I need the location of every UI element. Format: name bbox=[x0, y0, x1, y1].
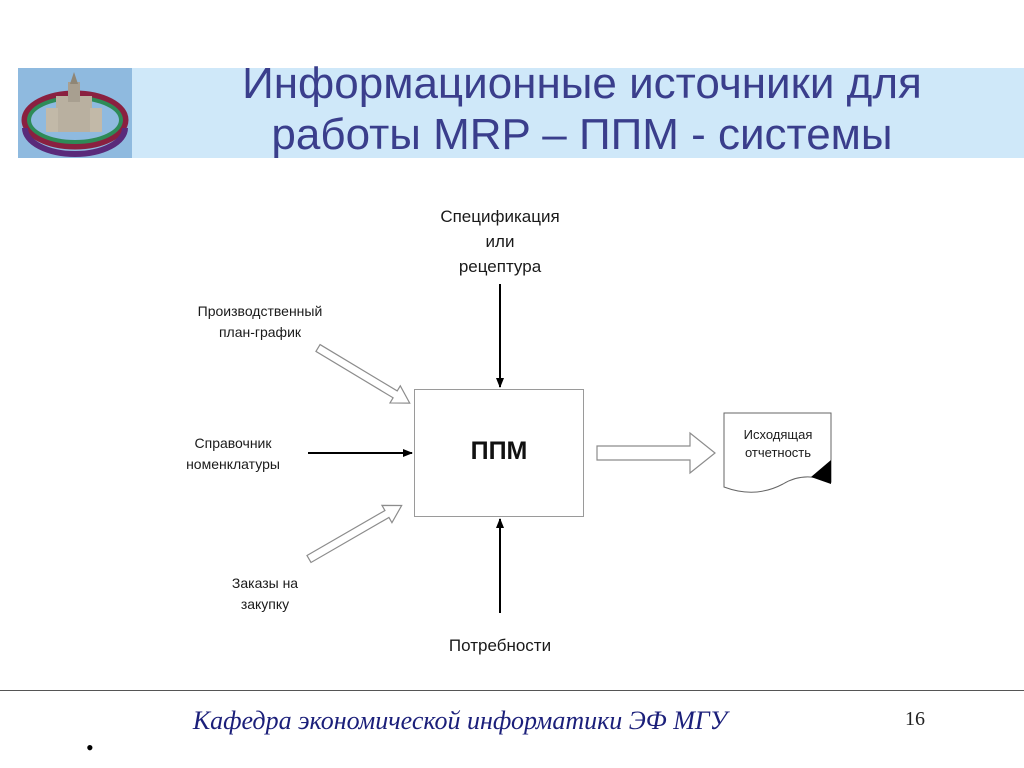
msu-logo-icon bbox=[18, 68, 132, 158]
footer-divider bbox=[0, 690, 1024, 691]
output-document-icon bbox=[723, 412, 832, 493]
needs-label: Потребности bbox=[448, 636, 552, 655]
spec-line-2: или bbox=[485, 232, 515, 251]
page-number: 16 bbox=[905, 708, 925, 730]
title-line-2: работы MRP – ППМ - системы bbox=[271, 110, 893, 159]
orders-block-arrow bbox=[306, 504, 403, 564]
plan-line-2: план-график bbox=[218, 324, 302, 340]
orders-label: Заказы на закупку bbox=[205, 573, 325, 615]
orders-line-2: закупку bbox=[240, 596, 290, 612]
ppm-label: ППМ bbox=[470, 437, 528, 465]
orders-line-1: Заказы на bbox=[231, 575, 299, 591]
spec-label: Спецификация или рецептура bbox=[405, 204, 595, 279]
spec-line-1: Спецификация bbox=[440, 207, 560, 226]
ppm-box bbox=[414, 389, 584, 517]
output-line-2: отчетность bbox=[744, 445, 812, 460]
plan-label: Производственный план-график bbox=[170, 301, 350, 343]
plan-line-1: Производственный bbox=[197, 303, 323, 319]
footer-text: Кафедра экономической информатики ЭФ МГУ bbox=[192, 706, 728, 735]
spec-line-3: рецептура bbox=[458, 257, 542, 276]
output-label: Исходящая отчетность bbox=[724, 426, 832, 462]
output-line-1: Исходящая bbox=[743, 427, 813, 442]
ref-label: Справочник номенклатуры bbox=[163, 433, 303, 475]
bullet-mark: • bbox=[86, 735, 94, 760]
plan-block-arrow bbox=[315, 343, 411, 404]
title-band bbox=[18, 68, 1024, 158]
ref-line-1: Справочник bbox=[194, 435, 272, 451]
output-block-arrow bbox=[596, 431, 716, 475]
title-line-1: Информационные источники для bbox=[242, 59, 922, 108]
ref-line-2: номенклатуры bbox=[186, 456, 280, 472]
slide-title: Информационные источники для работы MRP … bbox=[140, 58, 1024, 160]
